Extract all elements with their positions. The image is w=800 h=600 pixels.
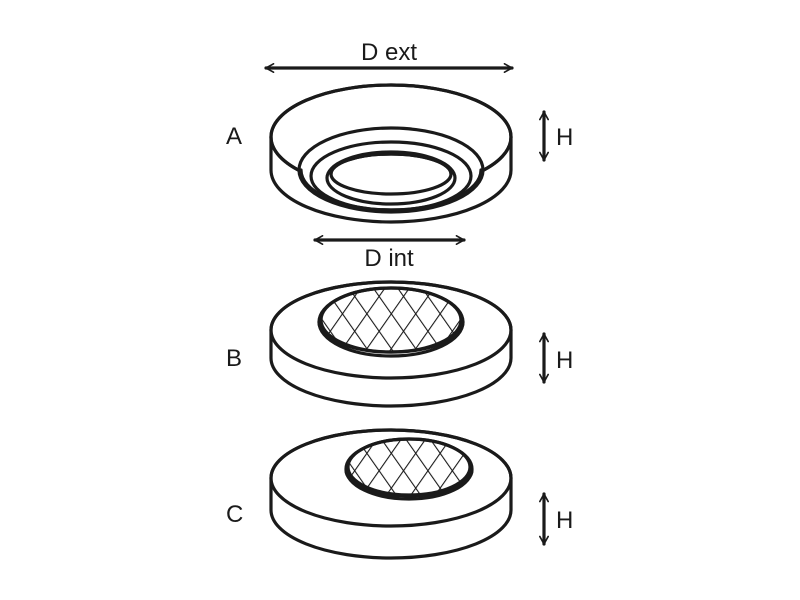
- mesh-c: [348, 439, 470, 495]
- d-ext-label: D ext: [361, 39, 417, 66]
- height-dimension-b: H: [539, 332, 573, 384]
- d-int-label: D int: [364, 245, 414, 272]
- d-ext-dimension: D ext: [264, 39, 514, 73]
- washer-c: [269, 428, 513, 560]
- part-label-c: C: [226, 501, 243, 528]
- part-label-b: B: [226, 345, 242, 372]
- washer-b: [269, 280, 513, 408]
- d-int-dimension: D int: [313, 235, 466, 272]
- mesh-b: [321, 288, 461, 352]
- h-label-c: H: [556, 507, 573, 534]
- h-label-a: H: [556, 124, 573, 151]
- washer-a: [269, 83, 513, 224]
- part-label-a: A: [226, 123, 242, 150]
- height-dimension-c: H: [539, 492, 573, 546]
- h-label-b: H: [556, 347, 573, 374]
- height-dimension-a: H: [539, 110, 573, 162]
